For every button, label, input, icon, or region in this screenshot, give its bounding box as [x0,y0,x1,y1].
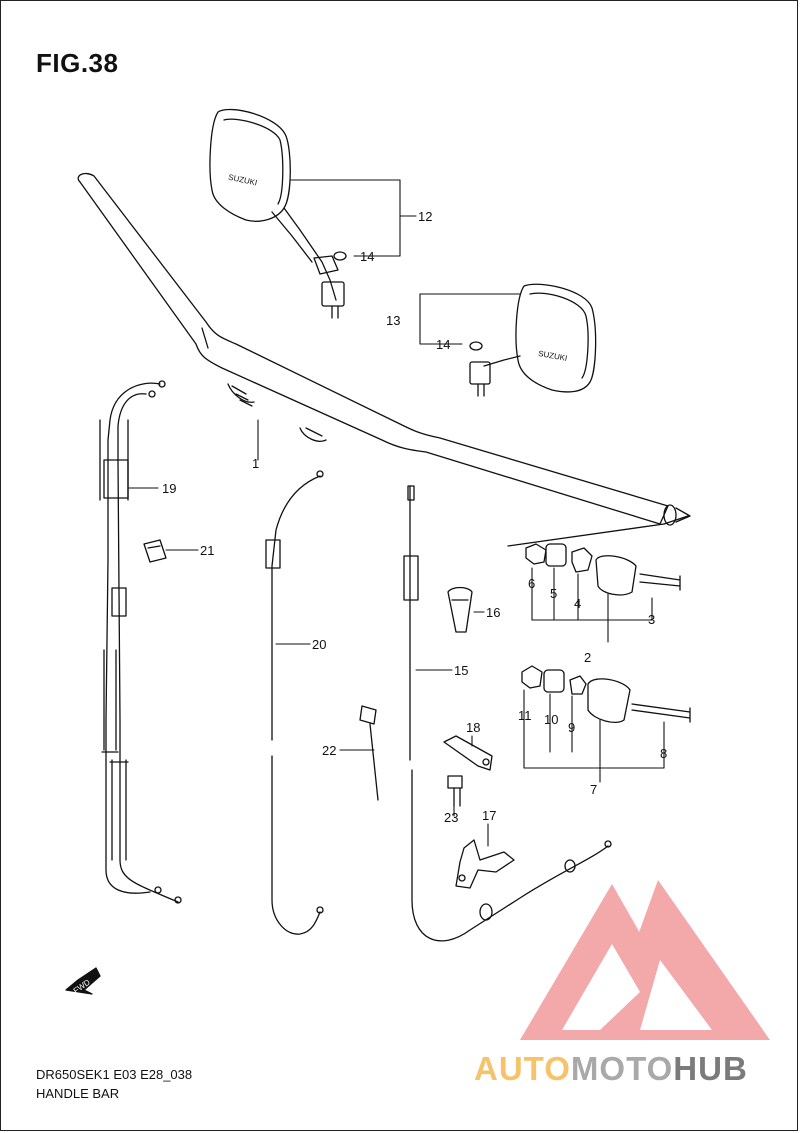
balancer-upper [507,523,681,596]
bracket-18 [443,735,493,771]
callout-18: 18 [466,720,480,735]
cable-20 [265,470,324,935]
callout-19: 19 [162,481,176,496]
fwd-arrow [65,967,101,995]
callout-21: 21 [200,543,214,558]
callout-12: 12 [418,209,432,224]
balancer-lower [521,665,691,724]
callout-11: 11 [518,708,532,723]
mirror-left-brand: SUZUKI [227,173,258,188]
part-callouts: 1 2 3 4 5 6 7 8 9 10 11 12 13 14 14 15 1… [162,209,667,825]
callout-10: 10 [544,712,558,727]
watermark-text-auto: AUTO [474,1050,571,1087]
callout-3: 3 [648,612,655,627]
callout-13: 13 [386,313,400,328]
callout-16: 16 [486,605,500,620]
callout-23: 23 [444,810,458,825]
callout-7: 7 [590,782,597,797]
callout-14-left: 14 [360,249,374,264]
grip-insert [447,586,473,633]
clutch-cable [403,485,612,942]
watermark-text-moto: MOTO [570,1050,674,1087]
mirror-left: SUZUKI [209,108,347,319]
callout-9: 9 [568,720,575,735]
cable-tie [359,705,379,801]
callout-20: 20 [312,637,326,652]
callout-14-right: 14 [436,337,450,352]
callout-15: 15 [454,663,468,678]
callout-2: 2 [584,650,591,665]
watermark-text: AUTOMOTOHUB [474,1050,748,1088]
callout-17: 17 [482,808,496,823]
leader-lines [127,179,665,847]
mirror-right: SUZUKI [469,283,597,397]
figure-name: HANDLE BAR [36,1086,120,1101]
watermark-logo [520,880,770,1040]
cable-clamp [143,539,167,563]
bolt-23 [447,775,463,807]
callout-4: 4 [574,596,581,611]
callout-6: 6 [528,576,535,591]
callout-5: 5 [550,586,557,601]
model-code: DR650SEK1 E03 E28_038 [36,1067,193,1082]
watermark-text-hub: HUB [673,1050,748,1087]
callout-22: 22 [322,743,336,758]
callout-1: 1 [252,456,259,471]
callout-8: 8 [660,746,667,761]
mirror-right-brand: SUZUKI [537,349,567,363]
bracket-17 [455,839,515,889]
throttle-cables [99,380,182,904]
figure-title: FIG.38 [36,48,119,78]
handlebar [77,172,691,526]
